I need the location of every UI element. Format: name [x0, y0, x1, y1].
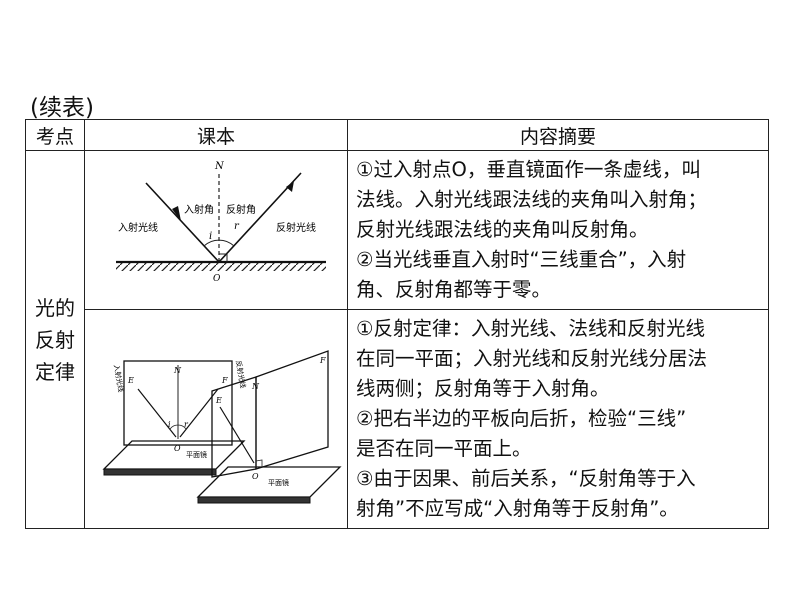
header-summary: 内容摘要: [347, 119, 769, 151]
topic-line: 定律: [35, 359, 75, 384]
right-label-f: F: [319, 356, 326, 365]
header-textbook: 课本: [84, 119, 348, 151]
summary-line: 是否在同一平面上。: [356, 437, 532, 460]
topic-line: 反射: [35, 327, 75, 352]
left-label-f: F: [221, 376, 228, 385]
right-board-front: [211, 376, 257, 478]
right-board-folded: [255, 350, 329, 470]
left-base-side: [103, 468, 217, 476]
content-table: 考点 课本 内容摘要 光的 反射 定律: [25, 119, 769, 529]
summary-line: 法线。入射光线跟法线的夹角叫入射角；: [356, 188, 708, 211]
summary-line: ②当光线垂直入射时“三线重合”，入射: [356, 248, 687, 271]
incident-arrow: [172, 206, 181, 221]
angle-arc: [203, 239, 235, 247]
label-incident-ray: 入射光线: [118, 221, 158, 234]
right-label-o: O: [252, 472, 259, 481]
summary-line: ①过入射点O，垂直镜面作一条虚线，叫: [356, 158, 701, 181]
label-reflection-angle: 反射角: [226, 204, 256, 216]
label-normal: N: [214, 161, 225, 172]
summary-cell-1: ①过入射点O，垂直镜面作一条虚线，叫 法线。入射光线跟法线的夹角叫入射角； 反射…: [347, 150, 769, 310]
left-incident: [137, 388, 177, 438]
header-row: 考点 课本 内容摘要: [25, 119, 769, 151]
table-row: 光的 反射 定律 N 入射角: [25, 150, 769, 529]
right-label-mirror: 平面镜: [268, 478, 289, 487]
table-row: 入射光线 反射光线 E N F i r O 平面镜 E N F: [26, 309, 769, 529]
label-incidence-angle: 入射角: [184, 204, 214, 216]
right-label-n: N: [251, 382, 260, 391]
table-caption: (续表): [30, 95, 94, 121]
reflection-diagram: N 入射角 反射角 入射光线 反射光线 i r O: [116, 161, 326, 284]
summary-cell-2: ①反射定律：入射光线、法线和反射光线 在同一平面；入射光线和反射光线分居法 线两…: [347, 309, 769, 529]
experiment-diagram: 入射光线 反射光线 E N F i r O 平面镜 E N F: [102, 350, 342, 504]
left-angle-arc: [169, 424, 187, 430]
summary-line: ③由于因果、前后关系，“反射角等于入: [356, 467, 696, 490]
right-base-side: [197, 496, 311, 504]
left-board: [123, 360, 233, 446]
reflected-arrow: [286, 181, 294, 192]
left-label-mirror: 平面镜: [186, 450, 207, 459]
left-label-o: O: [174, 444, 181, 453]
label-i: i: [209, 231, 212, 242]
right-incident: [219, 406, 255, 464]
incident-ray: [145, 182, 220, 263]
label-reflected-ray: 反射光线: [276, 221, 316, 234]
right-angle-mark: [255, 459, 263, 467]
experiment-figure-cell: 入射光线 反射光线 E N F i r O 平面镜 E N F: [84, 309, 348, 529]
right-label-e: E: [215, 396, 222, 405]
left-label-i: i: [168, 420, 171, 429]
topic-line: 光的: [35, 295, 75, 320]
summary-line: 角、反射角都等于零。: [356, 278, 552, 301]
summary-line: ①反射定律：入射光线、法线和反射光线: [356, 317, 705, 340]
header-topic: 考点: [25, 119, 85, 151]
reflection-figure-cell: N 入射角 反射角 入射光线 反射光线 i r O: [84, 150, 348, 310]
summary-line: 在同一平面；入射光线和反射光线分居法: [356, 347, 708, 370]
label-point-o: O: [213, 274, 221, 284]
label-r: r: [234, 221, 240, 232]
left-label-r: r: [184, 420, 189, 429]
topic-cell: 光的 反射 定律: [25, 150, 85, 529]
summary-line: 线两侧；反射角等于入射角。: [356, 377, 610, 400]
summary-line: ②把右半边的平板向后折，检验“三线”: [356, 407, 687, 430]
right-angle-mark: [219, 253, 228, 262]
summary-line: 射角”不应写成“入射角等于反射角”。: [356, 497, 679, 520]
left-label-e: E: [127, 376, 134, 385]
left-label-reflected-ray: 反射光线: [234, 360, 248, 389]
mirror-hatching: [116, 262, 326, 271]
left-label-n: N: [173, 366, 182, 375]
summary-line: 反射光线跟法线的夹角叫反射角。: [356, 218, 649, 241]
